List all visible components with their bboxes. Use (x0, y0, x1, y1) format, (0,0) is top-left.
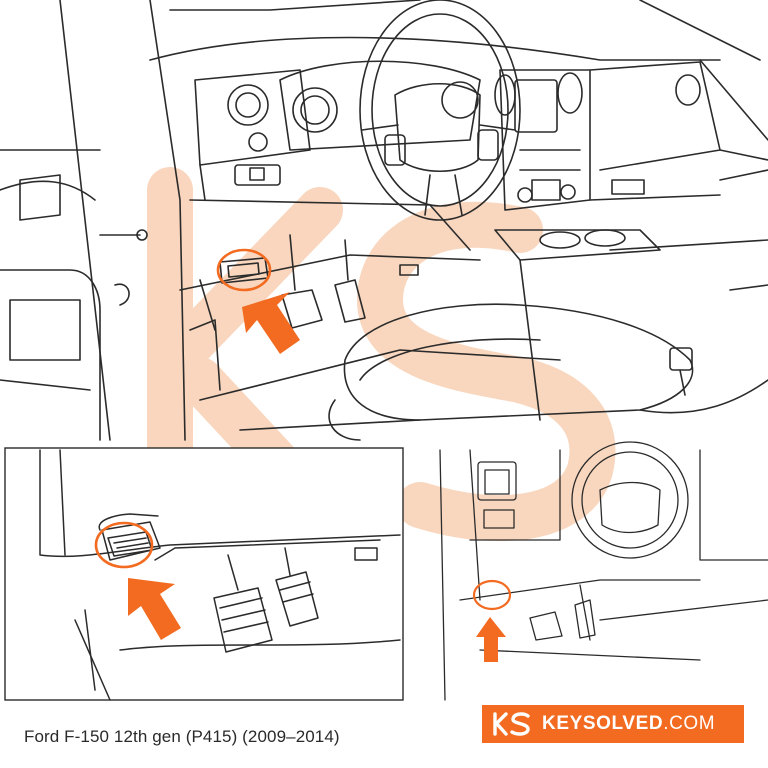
ks-logo-icon (493, 712, 530, 736)
keysolved-brand-link[interactable]: KEYSOLVED.COM (482, 705, 744, 743)
overview-highlight-ring-icon (472, 579, 512, 611)
brand-text: KEYSOLVED.COM (542, 713, 715, 735)
inset-arrow-up-left-icon (128, 578, 181, 640)
main-view (0, 0, 768, 441)
vehicle-caption: Ford F-150 12th gen (P415) (2009–2014) (24, 727, 340, 746)
highlight-ring-icon (216, 248, 272, 292)
inset-highlight-ring-icon (94, 521, 154, 569)
arrow-up-left-icon (242, 292, 300, 354)
overview-view (439, 441, 768, 701)
overview-arrow-up-icon (476, 617, 506, 662)
inset-frame (4, 447, 404, 701)
inset-closeup (39, 449, 401, 701)
brand-suffix: .COM (663, 713, 716, 734)
brand-name: KEYSOLVED (542, 713, 664, 734)
